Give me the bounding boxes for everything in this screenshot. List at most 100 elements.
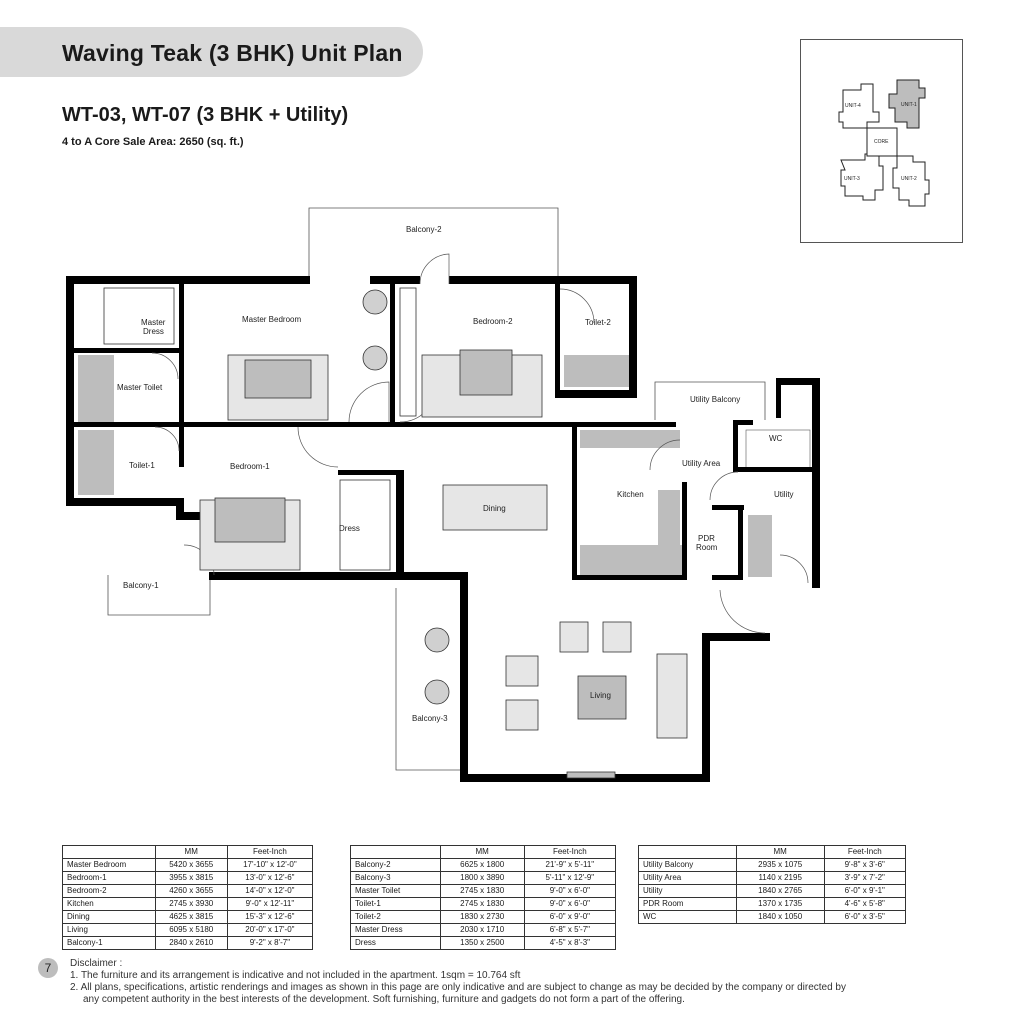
room-utility-balcony: Utility Balcony xyxy=(690,395,740,404)
unit-subtitle: WT-03, WT-07 (3 BHK + Utility) xyxy=(62,104,349,126)
mm-cell: 2745 x 3930 xyxy=(154,897,228,911)
feet-inch-cell: 6'-0" x 3'-5" xyxy=(823,910,906,924)
disclaimer-line-1: 1. The furniture and its arrangement is … xyxy=(70,970,521,981)
mm-cell: 6625 x 1800 xyxy=(439,858,525,872)
feet-inch-cell: 21'-9" x 5'-11" xyxy=(523,858,617,872)
mm-cell: 1350 x 2500 xyxy=(439,936,525,950)
feet-inch-cell: 6'-8" x 5'-7" xyxy=(523,923,617,937)
feet-inch-cell: 17'-10" x 12'-0" xyxy=(226,858,314,872)
room-name-cell: Balcony-2 xyxy=(350,858,441,872)
room-fills xyxy=(78,355,811,577)
table-header-mm: MM xyxy=(154,845,228,859)
table-header-room xyxy=(62,845,156,859)
room-toilet-1: Toilet-1 xyxy=(129,461,155,470)
room-name-cell: Utility Balcony xyxy=(638,858,737,872)
feet-inch-cell: 9'-8" x 3'-6" xyxy=(823,858,906,872)
disclaimer-line-2: 2. All plans, specifications, artistic r… xyxy=(70,982,846,993)
room-name-cell: Master Bedroom xyxy=(62,858,156,872)
mm-cell: 6095 x 5180 xyxy=(154,923,228,937)
room-name-cell: Master Dress xyxy=(350,923,441,937)
room-name-cell: Balcony-3 xyxy=(350,871,441,885)
feet-inch-cell: 4'-6" x 5'-8" xyxy=(823,897,906,911)
mm-cell: 1830 x 2730 xyxy=(439,910,525,924)
room-name-cell: PDR Room xyxy=(638,897,737,911)
room-name-cell: Toilet-2 xyxy=(350,910,441,924)
key-plan-unit-2: UNIT-2 xyxy=(901,176,917,182)
key-plan: UNIT-4 UNIT-1 CORE UNIT-3 UNIT-2 xyxy=(800,39,963,243)
room-name-cell: Kitchen xyxy=(62,897,156,911)
feet-inch-cell: 9'-0" x 12'-11" xyxy=(226,897,314,911)
page-title: Waving Teak (3 BHK) Unit Plan xyxy=(62,40,403,66)
feet-inch-cell: 6'-0" x 9'-1" xyxy=(823,884,906,898)
room-master-dress-line-1: Master xyxy=(141,318,166,327)
mm-cell: 1840 x 1050 xyxy=(735,910,825,924)
feet-inch-cell: 15'-3" x 12'-6" xyxy=(226,910,314,924)
room-balcony-1: Balcony-1 xyxy=(123,581,159,590)
table-header-feet: Feet-Inch xyxy=(226,845,314,859)
room-name-cell: Living xyxy=(62,923,156,937)
room-dress: Dress xyxy=(339,524,360,533)
room-dining: Dining xyxy=(483,504,506,513)
room-name-cell: Master Toilet xyxy=(350,884,441,898)
room-balcony-2: Balcony-2 xyxy=(406,225,442,234)
mm-cell: 4625 x 3815 xyxy=(154,910,228,924)
feet-inch-cell: 13'-0" x 12'-6" xyxy=(226,871,314,885)
room-master-bedroom: Master Bedroom xyxy=(242,315,301,324)
mm-cell: 1140 x 2195 xyxy=(735,871,825,885)
feet-inch-cell: 20'-0" x 17'-0" xyxy=(226,923,314,937)
room-bedroom-2: Bedroom-2 xyxy=(473,317,513,326)
room-utility-area: Utility Area xyxy=(682,459,721,468)
mm-cell: 2030 x 1710 xyxy=(439,923,525,937)
room-pdr-line-2: Room xyxy=(696,543,718,552)
room-name-cell: Utility xyxy=(638,884,737,898)
mm-cell: 2840 x 2610 xyxy=(154,936,228,950)
floor-plan: Balcony-2 Master Dress Master Bedroom Be… xyxy=(66,207,820,782)
feet-inch-cell: 6'-0" x 9'-0" xyxy=(523,910,617,924)
room-name-cell: Dress xyxy=(350,936,441,950)
room-balcony-3: Balcony-3 xyxy=(412,714,448,723)
mm-cell: 1800 x 3890 xyxy=(439,871,525,885)
room-name-cell: Bedroom-1 xyxy=(62,871,156,885)
key-plan-unit-4: UNIT-4 xyxy=(845,103,861,109)
table-header-mm: MM xyxy=(439,845,525,859)
mm-cell: 5420 x 3655 xyxy=(154,858,228,872)
feet-inch-cell: 9'-0" x 6'-0" xyxy=(523,884,617,898)
key-plan-core: CORE xyxy=(874,139,889,145)
room-toilet-2: Toilet-2 xyxy=(585,318,611,327)
room-name-cell: Toilet-1 xyxy=(350,897,441,911)
feet-inch-cell: 3'-9" x 7'-2" xyxy=(823,871,906,885)
table-header-feet: Feet-Inch xyxy=(823,845,906,859)
title-band xyxy=(0,27,423,77)
room-name-cell: Bedroom-2 xyxy=(62,884,156,898)
key-plan-unit-1: UNIT-1 xyxy=(901,102,917,108)
mm-cell: 4260 x 3655 xyxy=(154,884,228,898)
room-utility: Utility xyxy=(774,490,794,499)
page-number-badge: 7 xyxy=(38,958,58,978)
room-labels: Balcony-2 Master Dress Master Bedroom Be… xyxy=(117,225,794,723)
disclaimer: Disclaimer : 1. The furniture and its ar… xyxy=(70,958,970,1006)
mm-cell: 2745 x 1830 xyxy=(439,897,525,911)
feet-inch-cell: 9'-0" x 6'-0" xyxy=(523,897,617,911)
key-plan-diagram: UNIT-4 UNIT-1 CORE UNIT-3 UNIT-2 xyxy=(838,79,930,207)
disclaimer-line-3: any competent authority in the best inte… xyxy=(83,994,685,1005)
room-living: Living xyxy=(590,691,611,700)
mm-cell: 1370 x 1735 xyxy=(735,897,825,911)
key-plan-unit-3: UNIT-3 xyxy=(844,176,860,182)
room-kitchen: Kitchen xyxy=(617,490,644,499)
feet-inch-cell: 5'-11" x 12'-9" xyxy=(523,871,617,885)
table-header-room xyxy=(350,845,441,859)
